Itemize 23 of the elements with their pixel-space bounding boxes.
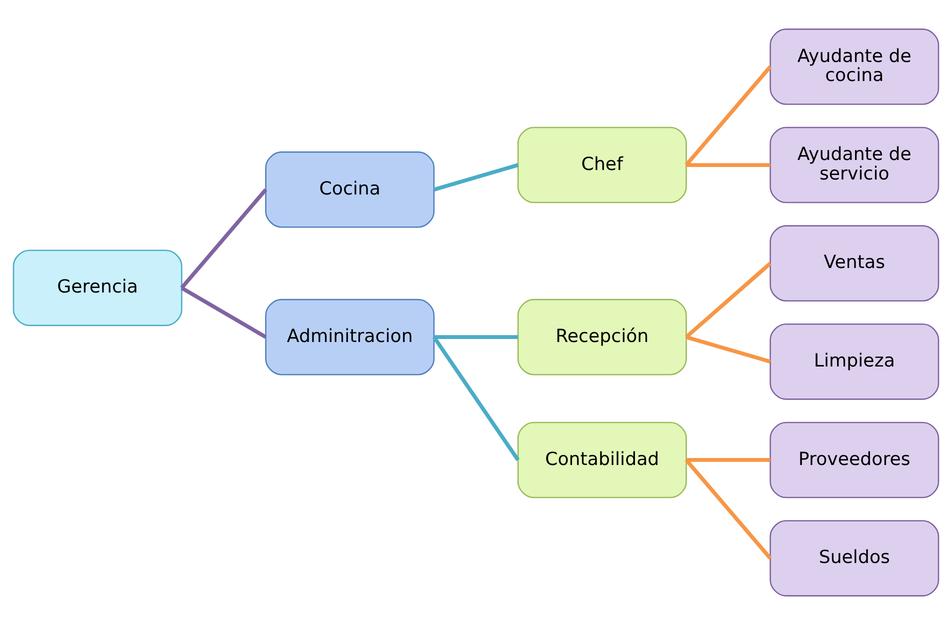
node-box: Limpieza xyxy=(770,324,940,400)
node-box: Adminitracion xyxy=(265,298,435,376)
connector xyxy=(180,188,268,290)
connector xyxy=(434,335,518,340)
connector xyxy=(686,163,770,167)
connector xyxy=(433,163,519,192)
connector xyxy=(684,458,772,560)
node-box: Chef xyxy=(517,126,687,204)
connector xyxy=(686,335,771,364)
node-box: Ayudante de cocina xyxy=(770,28,940,105)
node-box: Ayudante de servicio xyxy=(770,126,940,204)
node-box: Contabilidad xyxy=(517,422,687,498)
connector xyxy=(684,65,772,166)
node-box: Recepción xyxy=(517,298,687,376)
node-box: Proveedores xyxy=(770,422,940,498)
node-box: Gerencia xyxy=(12,250,182,326)
node-box: Sueldos xyxy=(770,520,940,596)
connector xyxy=(686,458,770,462)
connector xyxy=(432,336,520,462)
connector xyxy=(180,286,267,339)
node-box: Cocina xyxy=(265,151,435,228)
connector xyxy=(684,262,772,339)
node-box: Ventas xyxy=(770,225,940,302)
